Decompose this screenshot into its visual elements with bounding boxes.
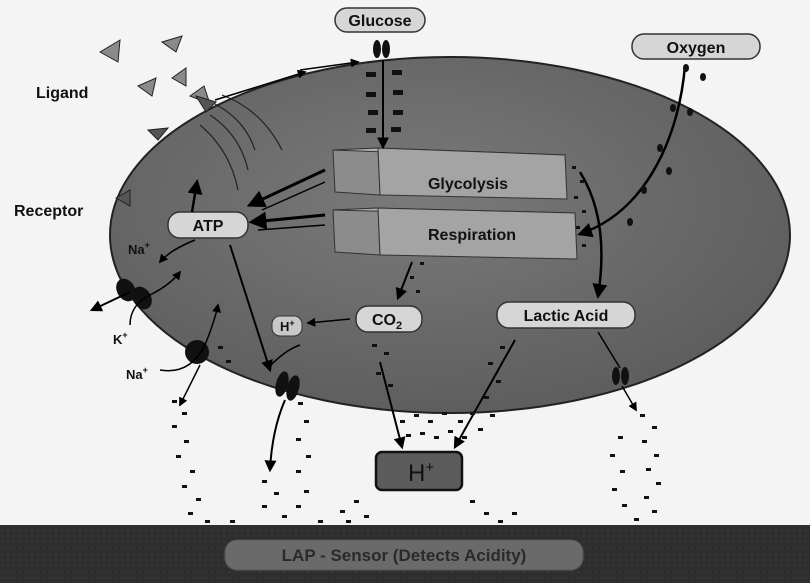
lactic-acid-label: Lactic Acid (524, 308, 609, 325)
receptor-label: Receptor (14, 203, 83, 220)
glucose-transporter (373, 40, 390, 58)
respiration-label: Respiration (428, 227, 516, 244)
proton-pump-out-arrow (270, 400, 285, 470)
ligand-molecules (100, 36, 210, 104)
glycolysis-block: Glycolysis (333, 148, 567, 199)
na-out-arrow (92, 292, 130, 310)
ligand-label: Ligand (36, 85, 88, 102)
lactate-out-arrow (622, 386, 636, 410)
respiration-block: Respiration (333, 208, 577, 259)
oxygen-label: Oxygen (667, 40, 726, 57)
na-bottom-label: Na+ (126, 365, 148, 382)
k-label: K+ (113, 330, 128, 347)
glycolysis-label: Glycolysis (428, 176, 508, 193)
sensor-label: LAP - Sensor (Detects Acidity) (282, 546, 527, 565)
h-out-arrow (180, 365, 200, 405)
glucose-label: Glucose (348, 13, 411, 30)
atp-label: ATP (193, 218, 224, 235)
